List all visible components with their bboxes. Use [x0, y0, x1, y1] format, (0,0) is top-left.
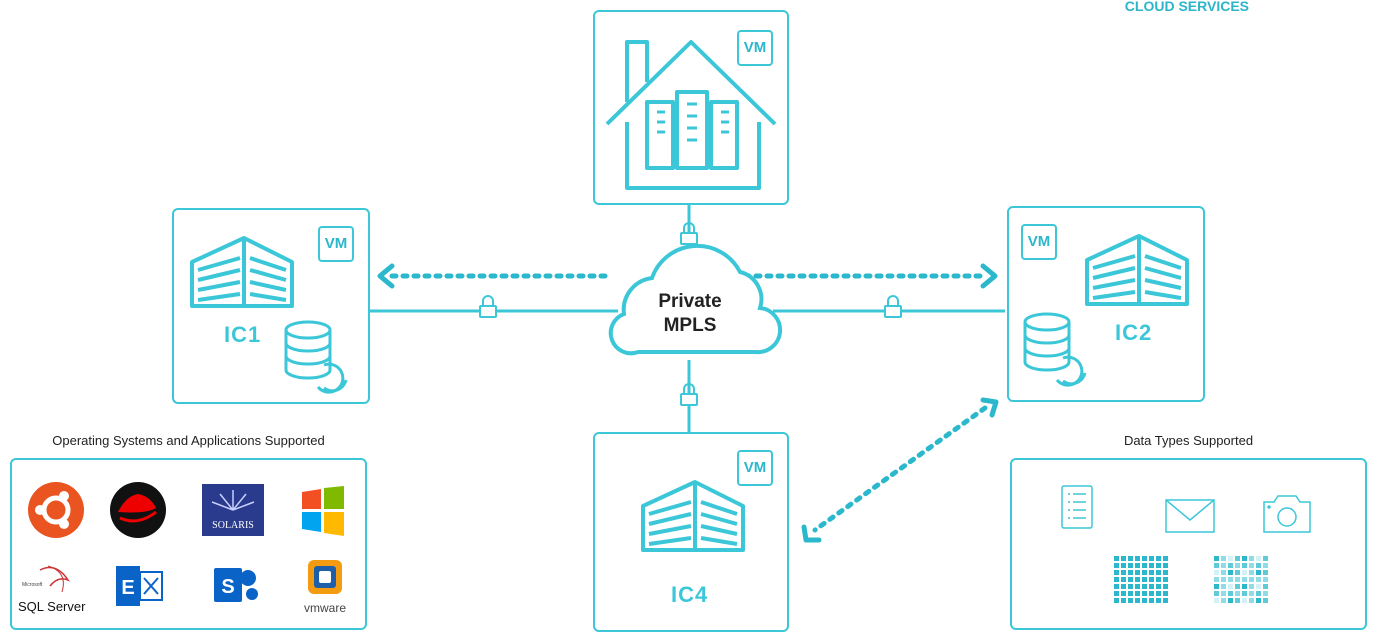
building-icon — [190, 236, 294, 308]
ic2-node[interactable]: VM IC2 — [1007, 206, 1205, 402]
vm-badge: VM — [1021, 224, 1057, 260]
database-sync-icon — [284, 320, 348, 394]
vmware-icon: vmware — [296, 556, 354, 615]
replication-arrow-ic2 — [742, 263, 998, 289]
ic4-label: IC4 — [671, 582, 709, 607]
ic4-node[interactable]: VM IC4 — [593, 432, 789, 632]
os-apps-panel: SOLARIS Microsoft SQL Server E — [10, 458, 367, 630]
house-datacenter-icon — [605, 40, 777, 190]
cloud-label-line1: Private — [658, 291, 722, 312]
lock-icon — [884, 295, 902, 318]
red-hat-icon — [108, 480, 168, 545]
document-icon — [1061, 485, 1093, 529]
data-types-panel — [1010, 458, 1367, 630]
ic2-label: IC2 — [1115, 320, 1153, 345]
ic1-node[interactable]: VM IC1 — [172, 208, 370, 404]
mail-icon — [1165, 499, 1215, 533]
windows-icon — [300, 486, 346, 541]
headquarters-node[interactable]: VM — [593, 10, 789, 205]
vm-badge: VM — [737, 30, 773, 66]
vmware-logo-text: vmware — [303, 601, 346, 615]
cloud-label-line2: MPLS — [663, 315, 717, 336]
lock-icon — [680, 222, 698, 245]
vm-badge: VM — [318, 226, 354, 262]
solaris-logo-text: SOLARIS — [212, 520, 254, 531]
cloud-icon — [608, 243, 783, 356]
sql-server-icon: Microsoft SQL Server — [18, 560, 98, 620]
building-icon — [1085, 234, 1189, 306]
structured-data-icon — [1114, 556, 1168, 604]
solaris-icon: SOLARIS — [202, 484, 264, 541]
exchange-icon: E — [116, 562, 166, 615]
lock-icon — [479, 295, 497, 318]
sharepoint-logo-text: S — [221, 576, 234, 598]
data-types-icons — [1061, 485, 1311, 533]
lock-icon — [680, 383, 698, 406]
sql-server-logo-text: SQL Server — [18, 599, 86, 614]
camera-icon — [1263, 495, 1311, 533]
sharepoint-icon: S — [212, 562, 262, 615]
database-sync-icon — [1023, 312, 1087, 387]
building-icon — [641, 480, 745, 552]
unstructured-data-icon — [1214, 556, 1268, 606]
data-panel-caption: Data Types Supported — [1123, 433, 1254, 448]
exchange-logo-text: E — [121, 577, 134, 599]
replication-arrow-ic4 — [801, 397, 999, 543]
replication-arrow-ic1 — [377, 263, 613, 289]
ubuntu-icon — [26, 480, 86, 545]
sql-server-brand: Microsoft — [22, 582, 43, 588]
vm-badge: VM — [737, 450, 773, 486]
cloud-services-caption: CLOUD SERVICES — [1124, 0, 1249, 14]
os-panel-caption: Operating Systems and Applications Suppo… — [52, 433, 325, 448]
cloud-label: Private MPLS — [640, 290, 740, 338]
ic1-label: IC1 — [224, 322, 262, 347]
